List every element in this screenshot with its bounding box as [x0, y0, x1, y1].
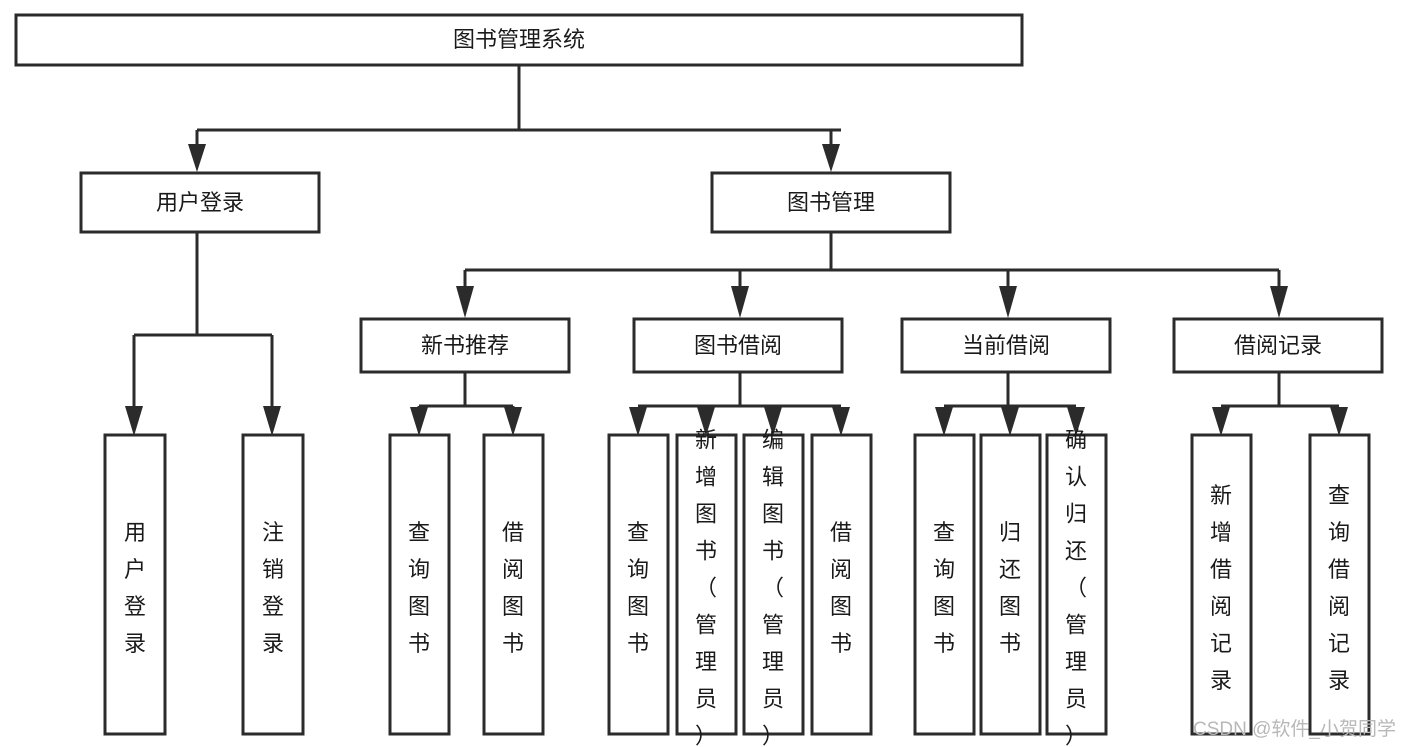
- node-borrow-record-label: 借阅记录: [1234, 333, 1322, 358]
- node-leaf-borrow-book-2[interactable]: 借阅图书: [810, 433, 873, 736]
- node-leaf-return-book-label: 归还图书: [999, 520, 1021, 656]
- arrowhead-leaf-add-record: [1212, 407, 1230, 436]
- node-new-book-recommend-box[interactable]: [359, 317, 571, 374]
- node-leaf-query-book-1[interactable]: 查询图书: [388, 433, 451, 736]
- arrowhead-leaf-edit-book: [764, 407, 782, 436]
- node-new-book-recommend-label: 新书推荐: [421, 333, 509, 358]
- node-user-login-box[interactable]: [79, 171, 321, 234]
- node-leaf-confirm-return-box[interactable]: [1045, 433, 1108, 736]
- node-leaf-add-record[interactable]: 新增借阅记录: [1190, 433, 1253, 736]
- connector-group-book-borrow: [629, 373, 850, 436]
- node-leaf-confirm-return-label: 确认归还（管理员）: [1065, 427, 1087, 747]
- node-leaf-query-book-3[interactable]: 查询图书: [913, 433, 976, 736]
- node-leaf-query-book-2-label: 查询图书: [627, 520, 649, 656]
- node-current-borrow[interactable]: 当前借阅: [900, 317, 1112, 374]
- node-book-borrow[interactable]: 图书借阅: [632, 317, 844, 374]
- arrowhead-leaf-borrow-book-2: [832, 407, 850, 436]
- node-leaf-add-book[interactable]: 新增图书（管理员）: [675, 427, 738, 747]
- node-current-borrow-box[interactable]: [900, 317, 1112, 374]
- node-root-box[interactable]: [14, 13, 1024, 67]
- node-book-management[interactable]: 图书管理: [710, 171, 952, 234]
- node-leaf-query-book-3-box[interactable]: [913, 433, 976, 736]
- arrowhead-user-login: [188, 144, 206, 172]
- arrowhead-leaf-query-book-1: [410, 407, 428, 436]
- arrowhead-leaf-confirm-return: [1067, 407, 1085, 436]
- node-book-borrow-box[interactable]: [632, 317, 844, 374]
- arrowhead-borrow-record: [1270, 286, 1288, 318]
- arrowhead-book-management: [822, 144, 840, 172]
- node-leaf-query-book-2-box[interactable]: [607, 433, 670, 736]
- arrowhead-new-book-recommend: [456, 286, 474, 318]
- node-leaf-add-book-label: 新增图书（管理员）: [695, 427, 717, 747]
- node-leaf-borrow-book-1-label: 借阅图书: [502, 520, 524, 656]
- arrowhead-leaf-borrow-book-1: [504, 407, 522, 436]
- connector-group-root: [188, 65, 841, 172]
- connector-group-user-login: [125, 233, 281, 436]
- watermark: CSDN @软件_小贺同学: [1193, 718, 1396, 740]
- node-borrow-record-box[interactable]: [1172, 317, 1384, 374]
- node-leaf-edit-book[interactable]: 编辑图书（管理员）: [742, 427, 805, 747]
- node-user-login-label: 用户登录: [156, 190, 244, 215]
- arrowhead-leaf-query-book-2: [629, 407, 647, 436]
- node-leaf-query-record-label: 查询借阅记录: [1328, 483, 1350, 693]
- node-leaf-query-book-1-box[interactable]: [388, 433, 451, 736]
- node-leaf-query-book-2[interactable]: 查询图书: [607, 433, 670, 736]
- node-leaf-borrow-book-2-label: 借阅图书: [830, 520, 852, 656]
- node-leaf-borrow-book-1[interactable]: 借阅图书: [482, 433, 545, 736]
- connector-group-current-borrow: [935, 373, 1085, 436]
- node-leaf-add-record-label: 新增借阅记录: [1210, 483, 1232, 693]
- arrowhead-leaf-query-record: [1330, 407, 1348, 436]
- node-root-label: 图书管理系统: [453, 27, 585, 52]
- arrowhead-leaf-query-book-3: [935, 407, 953, 436]
- node-leaf-add-book-box[interactable]: [675, 433, 738, 736]
- connector-group-book-management: [456, 233, 1288, 318]
- node-leaf-borrow-book-2-box[interactable]: [810, 433, 873, 736]
- connector-group-borrow-record: [1212, 373, 1348, 436]
- arrowhead-book-borrow: [731, 286, 749, 318]
- connector-group-new-book-recommend: [410, 373, 522, 436]
- node-new-book-recommend[interactable]: 新书推荐: [359, 317, 571, 374]
- node-leaf-query-record-box[interactable]: [1308, 433, 1371, 736]
- node-leaf-return-book-box[interactable]: [979, 433, 1042, 736]
- arrowhead-leaf-add-book: [697, 407, 715, 436]
- node-leaf-add-record-box[interactable]: [1190, 433, 1253, 736]
- node-leaf-user-logout-label: 注销登录: [262, 520, 284, 656]
- node-borrow-record[interactable]: 借阅记录: [1172, 317, 1384, 374]
- node-current-borrow-label: 当前借阅: [962, 333, 1050, 358]
- arrowhead-current-borrow: [999, 286, 1017, 318]
- node-leaf-borrow-book-1-box[interactable]: [482, 433, 545, 736]
- node-book-management-box[interactable]: [710, 171, 952, 234]
- node-book-borrow-label: 图书借阅: [694, 333, 782, 358]
- node-leaf-confirm-return[interactable]: 确认归还（管理员）: [1045, 427, 1108, 747]
- node-leaf-user-logout[interactable]: 注销登录: [241, 433, 305, 736]
- node-leaf-user-login-box[interactable]: [103, 433, 167, 736]
- node-root[interactable]: 图书管理系统: [14, 13, 1024, 67]
- node-book-management-label: 图书管理: [787, 190, 875, 215]
- arrowhead-leaf-user-login: [125, 406, 143, 436]
- node-leaf-edit-book-label: 编辑图书（管理员）: [762, 427, 784, 747]
- node-leaf-return-book[interactable]: 归还图书: [979, 433, 1042, 736]
- node-leaf-query-book-1-label: 查询图书: [408, 520, 430, 656]
- node-leaf-query-record[interactable]: 查询借阅记录: [1308, 433, 1371, 736]
- node-leaf-user-logout-box[interactable]: [241, 433, 305, 736]
- node-leaf-user-login-label: 用户登录: [124, 520, 146, 656]
- node-user-login[interactable]: 用户登录: [79, 171, 321, 234]
- node-leaf-user-login[interactable]: 用户登录: [103, 433, 167, 736]
- node-leaf-edit-book-box[interactable]: [742, 433, 805, 736]
- node-leaf-query-book-3-label: 查询图书: [933, 520, 955, 656]
- arrowhead-leaf-return-book: [1001, 407, 1019, 436]
- arrowhead-leaf-user-logout: [263, 406, 281, 436]
